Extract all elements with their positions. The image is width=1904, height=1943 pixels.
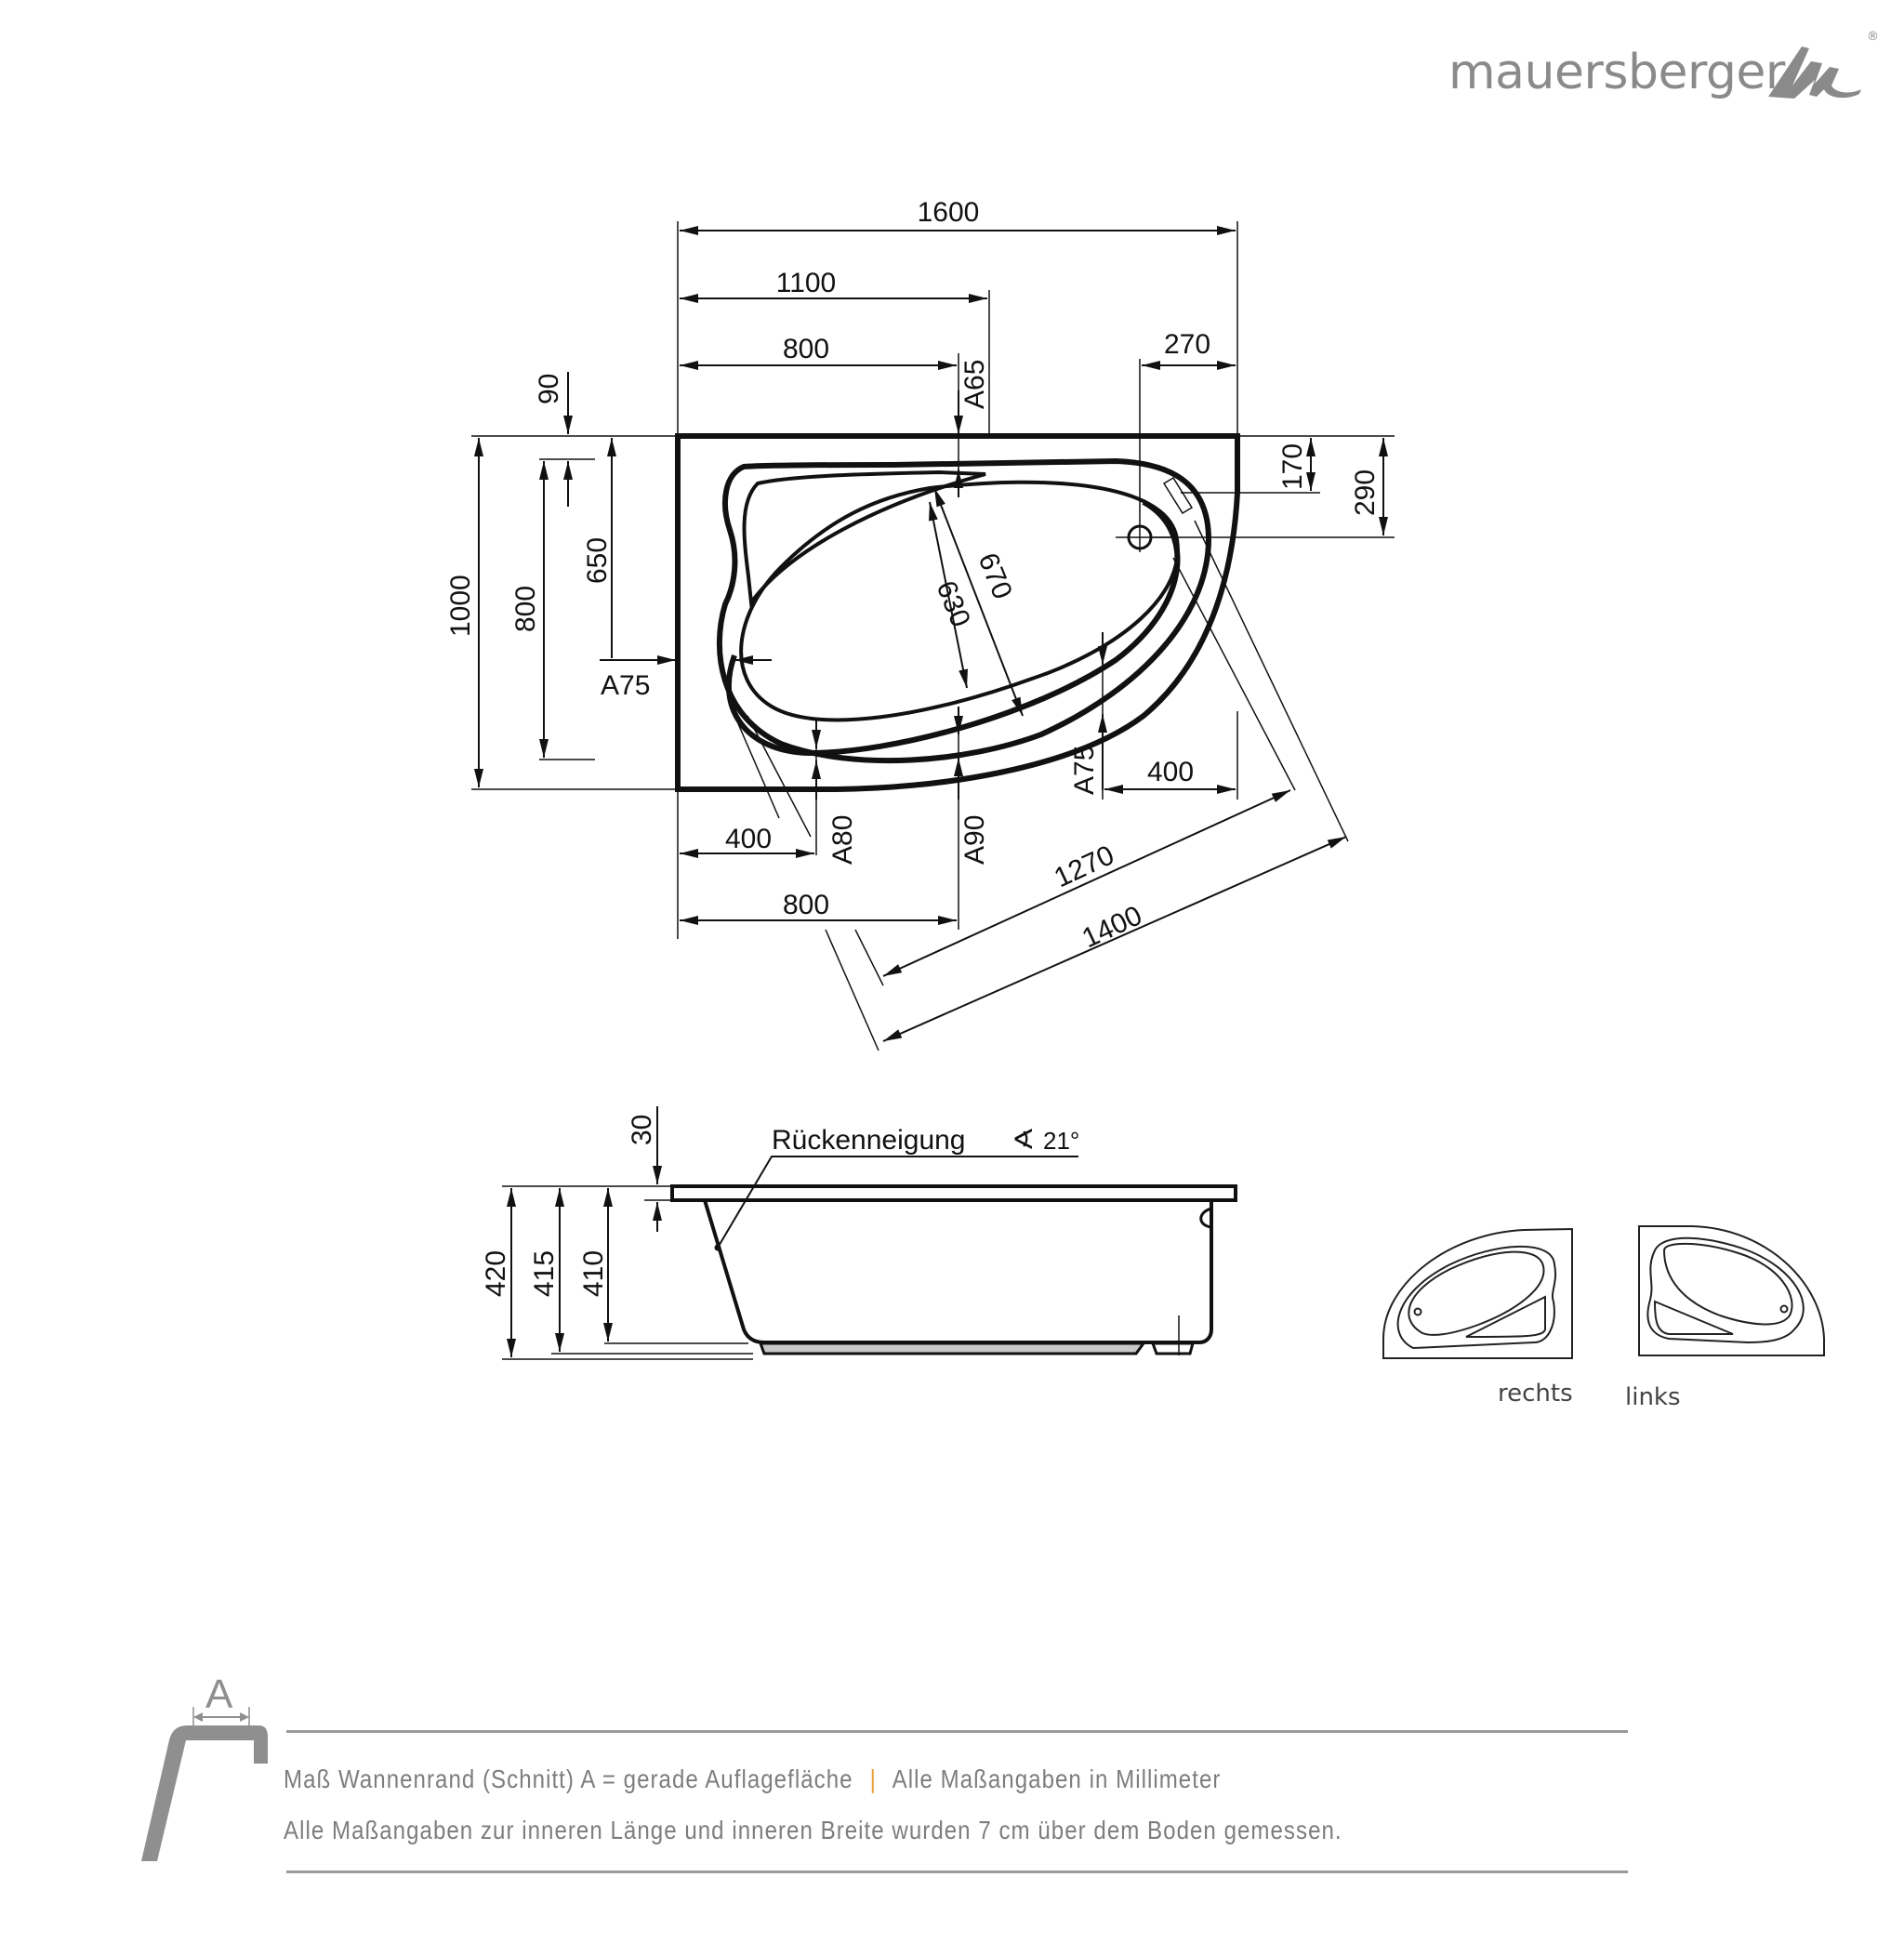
- dim-290: 290: [1350, 469, 1381, 516]
- top-view-drawing: 1600 1100 800 270 A65 90 1000 800 650 A7…: [445, 197, 1395, 1051]
- rim-a75-left: A75: [601, 670, 650, 701]
- dim-30: 30: [627, 1115, 657, 1145]
- dim-1100: 1100: [776, 268, 837, 298]
- rim-letter-a: A: [205, 1672, 233, 1717]
- brand-name: mauersberger: [1448, 45, 1785, 100]
- legend-separator: |: [869, 1765, 877, 1793]
- dim-400-bottom-left: 400: [725, 824, 772, 854]
- variant-label-links: links: [1625, 1383, 1681, 1411]
- dim-170: 170: [1277, 443, 1308, 490]
- dim-1000: 1000: [445, 575, 476, 637]
- dim-800-bottom: 800: [783, 890, 829, 920]
- dim-1600: 1600: [918, 197, 980, 228]
- legend-rim-note: Maß Wannenrand (Schnitt) A = gerade Aufl…: [284, 1765, 853, 1793]
- angle-symbol: ∢: [1012, 1125, 1035, 1156]
- height-410: 410: [578, 1250, 609, 1297]
- dim-400-bottom-right: 400: [1147, 757, 1194, 787]
- dim-270: 270: [1164, 329, 1210, 360]
- height-420: 420: [481, 1250, 511, 1297]
- dim-90: 90: [534, 374, 564, 404]
- rim-section-icon: [141, 1707, 268, 1861]
- diag-1270: 1270: [1050, 839, 1118, 893]
- dim-800-left: 800: [510, 586, 541, 632]
- dim-800-top: 800: [783, 334, 829, 364]
- inner-630: 630: [931, 576, 976, 631]
- brand-logo: mauersberger ®: [1441, 28, 1887, 112]
- legend-line-1: Maß Wannenrand (Schnitt) A = gerade Aufl…: [284, 1765, 1221, 1794]
- legend-line-2: Alle Maßangaben zur inneren Länge und in…: [284, 1816, 1342, 1844]
- back-tilt-label: Rückenneigung: [772, 1125, 966, 1156]
- brand-m-icon: [1768, 46, 1861, 99]
- registered-mark: ®: [1867, 30, 1879, 44]
- legend-rule-top: [286, 1730, 1628, 1733]
- inner-670: 670: [972, 549, 1018, 603]
- variant-label-rechts: rechts: [1498, 1380, 1573, 1408]
- rim-a65: A65: [959, 360, 990, 409]
- height-415: 415: [529, 1250, 560, 1297]
- diag-1400: 1400: [1078, 900, 1146, 954]
- back-tilt-angle: 21°: [1043, 1127, 1079, 1155]
- rim-a80: A80: [827, 815, 858, 865]
- dim-650: 650: [582, 537, 613, 584]
- rim-a90: A90: [959, 815, 990, 865]
- legend-rule-bottom: [286, 1870, 1628, 1873]
- legend-units-note: Alle Maßangaben in Millimeter: [892, 1765, 1222, 1793]
- rim-a75-right: A75: [1069, 746, 1100, 795]
